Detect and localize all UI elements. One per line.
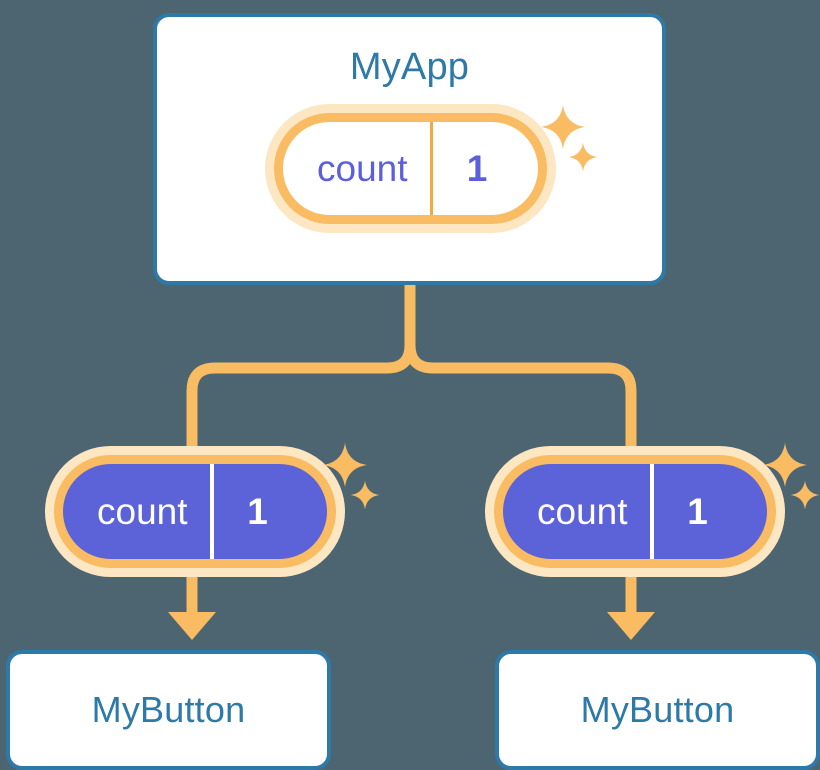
state-pill-left-wrap: count 1 [54,455,336,568]
state-pill-left[interactable]: count 1 [54,455,336,568]
state-value: 1 [429,122,522,215]
state-key: count [537,491,628,532]
component-card-mybutton-right[interactable]: MyButton [495,650,820,770]
state-key: count [97,491,188,532]
state-pill-myapp[interactable]: count 1 [274,113,547,224]
state-pill-myapp-wrap: count 1 [274,113,547,224]
sparkle-small-icon [350,480,380,510]
state-value: 1 [649,464,742,559]
state-pill-right-wrap: count 1 [494,455,776,568]
branch-connector-icon [404,339,637,458]
sparkle-small-icon [790,480,820,510]
state-pill-right[interactable]: count 1 [494,455,776,568]
component-card-mybutton-left[interactable]: MyButton [6,650,331,770]
component-title: MyButton [91,689,246,730]
branch-connector-icon [186,279,416,458]
state-key: count [317,148,408,189]
component-title: MyButton [580,689,735,730]
state-value: 1 [209,464,302,559]
arrow-down-icon [168,571,216,640]
page-title: MyApp [349,46,470,88]
arrow-down-icon [607,571,655,640]
